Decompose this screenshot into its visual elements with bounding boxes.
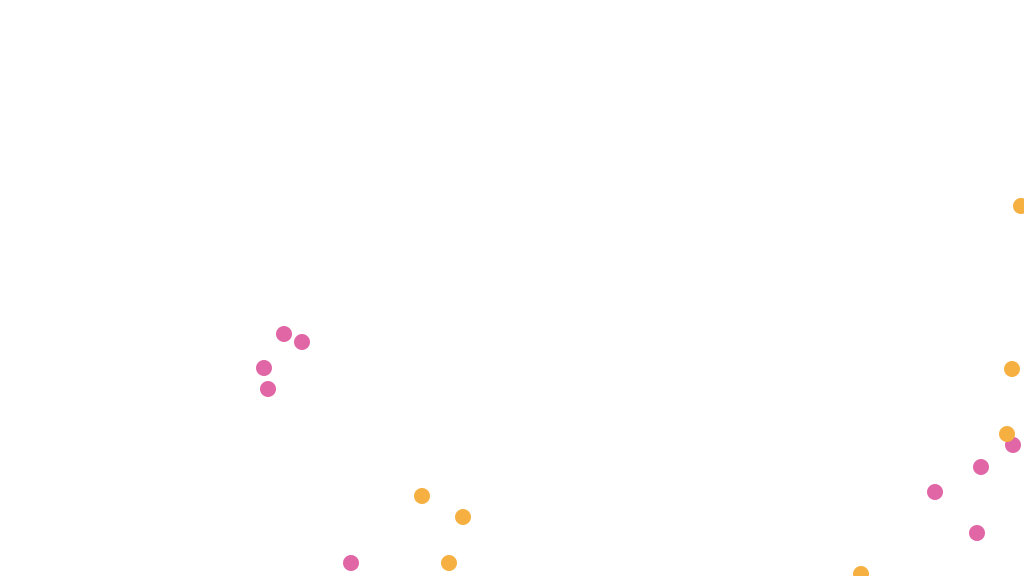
scatter-point	[853, 566, 869, 576]
scatter-point	[927, 484, 943, 500]
scatter-point	[343, 555, 359, 571]
scatter-point	[294, 334, 310, 350]
scatter-point	[455, 509, 471, 525]
scatter-point	[414, 488, 430, 504]
scatter-point	[999, 426, 1015, 442]
scatter-point	[256, 360, 272, 376]
scatter-point	[276, 326, 292, 342]
scatter-point	[1004, 361, 1020, 377]
scatter-point	[1013, 198, 1024, 214]
series-0	[256, 326, 1021, 571]
scatter-point	[973, 459, 989, 475]
scatter-point	[441, 555, 457, 571]
series-1	[414, 198, 1024, 576]
scatter-point	[260, 381, 276, 397]
scatter-point	[969, 525, 985, 541]
